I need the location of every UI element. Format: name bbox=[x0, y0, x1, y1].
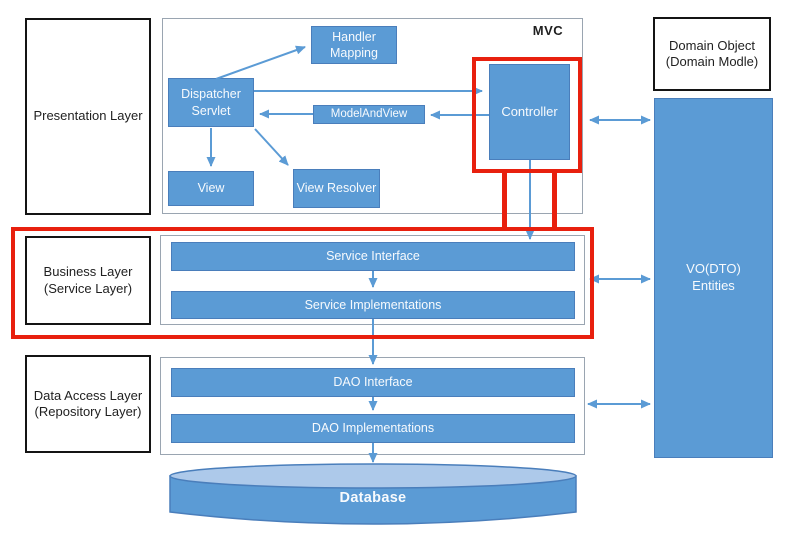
business-layer-label-line1: Business Layer bbox=[43, 264, 133, 280]
database-cylinder bbox=[169, 463, 577, 525]
business-layer-highlight-box bbox=[11, 227, 594, 339]
data-access-layer-label-line2: (Repository Layer) bbox=[34, 404, 142, 419]
dao-implementations-label: DAO Implementations bbox=[311, 421, 435, 436]
service-implementations-label: Service Implementations bbox=[304, 297, 442, 312]
service-interface-node: Service Interface bbox=[171, 242, 575, 271]
view-label: View bbox=[197, 181, 225, 196]
dao-interface-node: DAO Interface bbox=[171, 368, 575, 397]
dao-interface-label: DAO Interface bbox=[333, 375, 413, 390]
presentation-layer-label-box: Presentation Layer bbox=[25, 18, 151, 215]
database-cylinder-top bbox=[169, 463, 577, 489]
view-resolver-label: View Resolver bbox=[296, 181, 377, 196]
service-implementations-node: Service Implementations bbox=[171, 291, 575, 319]
dispatcher-servlet-label: Dispatcher Servlet bbox=[181, 87, 241, 118]
mvc-label: MVC bbox=[532, 23, 564, 38]
vo-dto-label-line1: VO(DTO) bbox=[686, 261, 741, 277]
handler-mapping-node: Handler Mapping bbox=[311, 26, 397, 64]
service-interface-label: Service Interface bbox=[326, 249, 420, 264]
database-label: Database bbox=[339, 490, 407, 506]
highlight-connector-left bbox=[502, 171, 507, 229]
presentation-layer-label: Presentation Layer bbox=[33, 108, 143, 124]
model-and-view-node: ModelAndView bbox=[313, 105, 425, 124]
vo-dto-entities-node: VO(DTO) Entities bbox=[654, 98, 773, 458]
domain-object-label-box: Domain Object (Domain Modle) bbox=[653, 17, 771, 91]
business-layer-label-line2: (Service Layer) bbox=[43, 280, 133, 296]
data-access-layer-label-line1: Data Access Layer bbox=[33, 387, 143, 403]
handler-mapping-label: Handler Mapping bbox=[330, 29, 378, 60]
domain-object-label-line2: (Domain Modle) bbox=[665, 54, 759, 69]
vo-dto-label-line2: Entities bbox=[692, 278, 735, 293]
view-node: View bbox=[168, 171, 254, 206]
dispatcher-servlet-node: Dispatcher Servlet bbox=[168, 78, 254, 127]
controller-node: Controller bbox=[489, 64, 570, 160]
model-and-view-label: ModelAndView bbox=[330, 108, 408, 121]
highlight-connector-right bbox=[552, 171, 557, 229]
domain-object-label-line1: Domain Object bbox=[669, 37, 755, 53]
controller-highlight-box bbox=[472, 57, 582, 173]
view-resolver-node: View Resolver bbox=[293, 169, 380, 208]
controller-label: Controller bbox=[501, 103, 558, 119]
data-access-layer-label-box: Data Access Layer (Repository Layer) bbox=[25, 355, 151, 453]
dao-implementations-node: DAO Implementations bbox=[171, 414, 575, 443]
database-cylinder-body bbox=[169, 475, 577, 525]
business-layer-label-box: Business Layer (Service Layer) bbox=[25, 236, 151, 325]
